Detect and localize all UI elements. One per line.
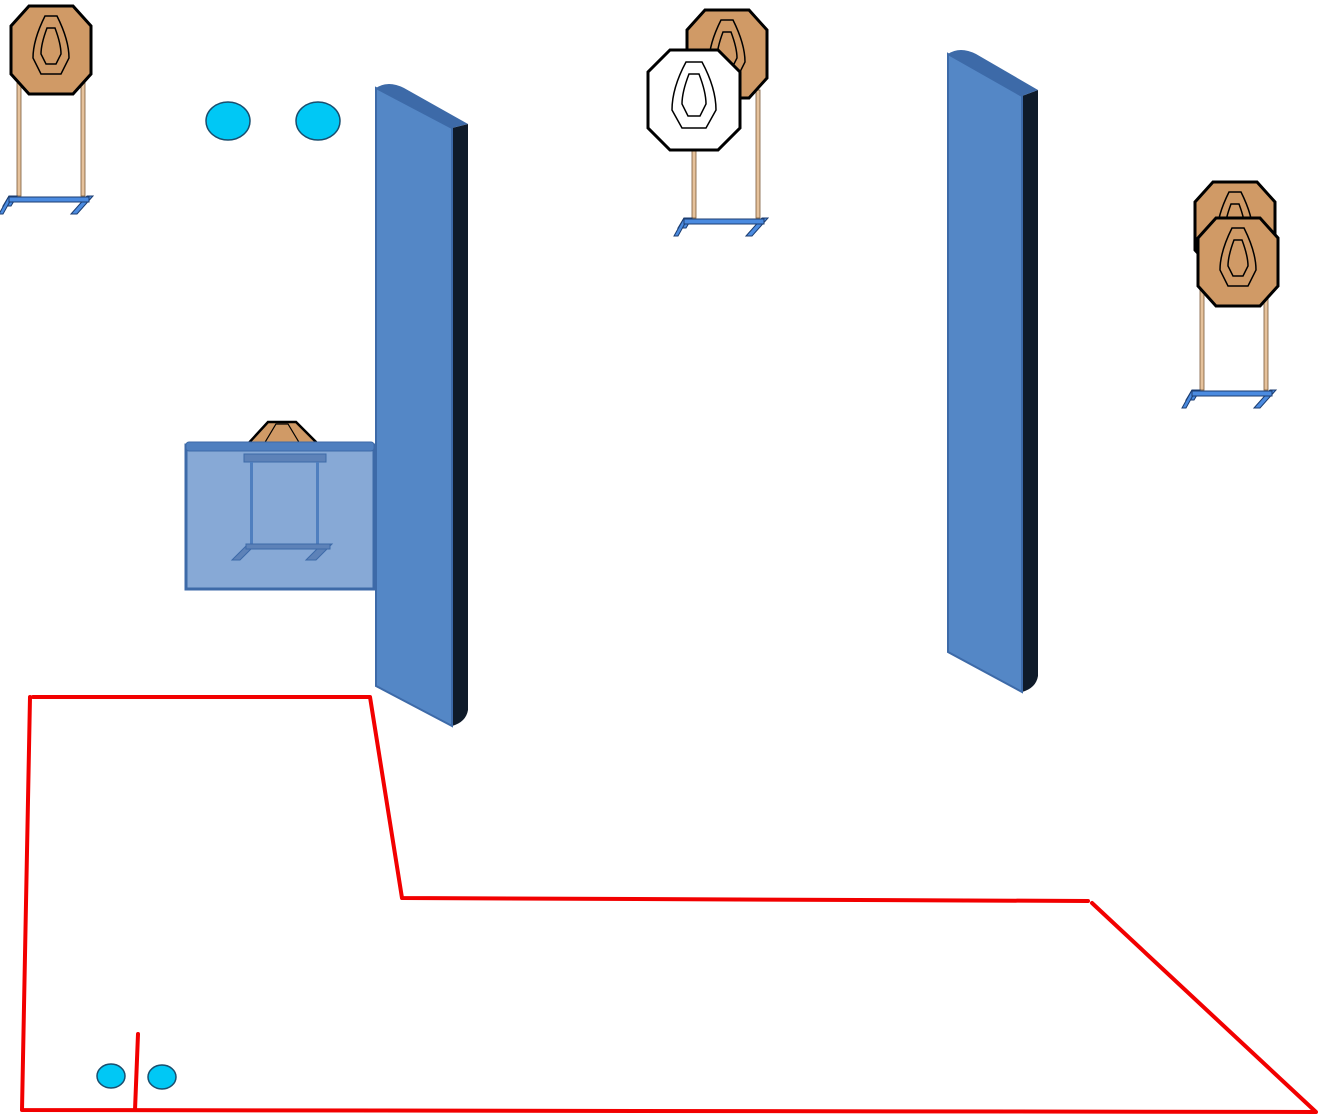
barrel-top-2: [295, 101, 341, 141]
target-top-center-no-shoot: [646, 48, 742, 152]
target-top-left: [0, 4, 94, 215]
target-right-front: [1196, 216, 1280, 308]
wall-right: [947, 50, 1038, 694]
barrel-top-1: [205, 101, 251, 141]
shooting-area-fault-line: [20, 695, 1318, 1114]
wall-left: [375, 84, 468, 728]
barrel-bottom-2: [147, 1064, 177, 1090]
port-panel: [184, 441, 376, 591]
barrel-bottom-1: [96, 1063, 126, 1089]
start-position-line: [133, 1032, 140, 1112]
